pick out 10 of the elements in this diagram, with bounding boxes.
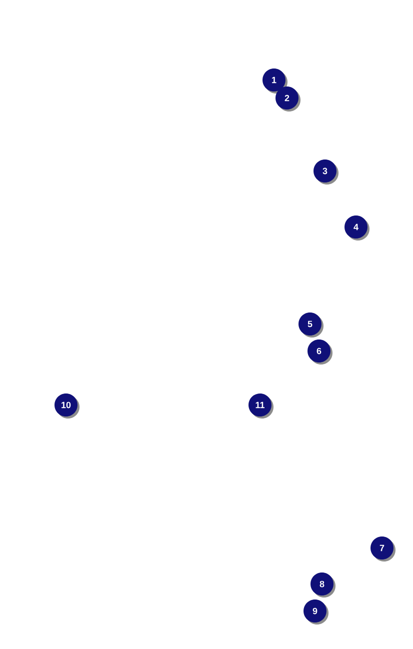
callout-number: 8: [310, 572, 336, 598]
callout-number: 5: [298, 312, 324, 338]
callout-number: 9: [304, 600, 328, 624]
callout-number: 2: [276, 86, 300, 112]
callout-number: 4: [344, 216, 370, 240]
callout-number: 3: [314, 160, 338, 184]
callout-number: 6: [308, 340, 332, 364]
callout-number: 10: [54, 394, 80, 418]
callout-number: 11: [248, 394, 274, 418]
callout-number: 7: [370, 536, 396, 562]
